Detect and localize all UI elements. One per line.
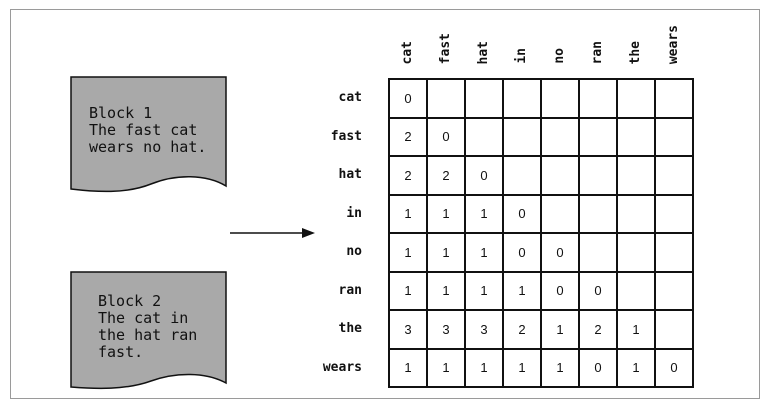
matrix-cell <box>656 311 694 350</box>
row-label: cat <box>338 90 362 106</box>
matrix-cell <box>504 157 542 196</box>
matrix-cell: 1 <box>504 349 542 388</box>
matrix-cell: 2 <box>428 157 466 196</box>
matrix-cell: 1 <box>428 272 466 311</box>
document-1-line: Block 1 <box>89 104 153 122</box>
matrix-cell <box>580 157 618 196</box>
matrix-cell <box>580 118 618 157</box>
row-label: wears <box>322 359 362 375</box>
document-2-line: the hat ran <box>98 326 198 344</box>
matrix-cell: 0 <box>466 157 504 196</box>
column-label: in <box>514 48 529 64</box>
matrix-cell: 1 <box>466 195 504 234</box>
matrix-cell <box>656 80 694 119</box>
matrix-cell <box>542 80 580 119</box>
column-label: hat <box>476 40 491 64</box>
matrix-cell: 1 <box>428 195 466 234</box>
row-label: hat <box>338 167 362 183</box>
matrix-cell: 1 <box>504 272 542 311</box>
arrow-head <box>302 228 315 238</box>
matrix-cell <box>618 195 656 234</box>
matrix-cell: 1 <box>618 349 656 388</box>
matrix-cell <box>656 157 694 196</box>
matrix-cell: 0 <box>504 234 542 273</box>
document-2-text: Block 2 The cat in the hat ran fast. <box>98 293 197 361</box>
matrix-cell: 2 <box>390 157 428 196</box>
matrix-cell <box>542 195 580 234</box>
matrix-cell: 2 <box>504 311 542 350</box>
matrix-cell: 0 <box>580 349 618 388</box>
matrix-cell <box>542 157 580 196</box>
matrix-cell: 0 <box>390 80 428 119</box>
matrix-cell <box>580 234 618 273</box>
matrix-cell: 1 <box>390 234 428 273</box>
matrix-cell <box>466 80 504 119</box>
row-label: fast <box>330 128 362 144</box>
matrix-cell: 2 <box>580 311 618 350</box>
matrix-cell <box>580 195 618 234</box>
row-label: no <box>346 244 362 260</box>
matrix-cell <box>618 80 656 119</box>
row-label: the <box>338 321 362 337</box>
matrix-cell <box>504 118 542 157</box>
column-label: ran <box>590 40 605 64</box>
document-2-line: fast. <box>98 343 144 361</box>
matrix-cell <box>656 272 694 311</box>
matrix-cell <box>656 234 694 273</box>
matrix-cell: 0 <box>428 118 466 157</box>
matrix-cell: 1 <box>390 349 428 388</box>
matrix-cell: 1 <box>466 234 504 273</box>
document-2-line: The cat in <box>98 309 189 327</box>
column-label: cat <box>400 40 415 64</box>
document-2-shape <box>70 271 227 390</box>
column-label: fast <box>438 32 453 64</box>
matrix-cell <box>580 80 618 119</box>
matrix-cell: 0 <box>542 234 580 273</box>
matrix-cell: 1 <box>466 272 504 311</box>
matrix-cell: 1 <box>390 272 428 311</box>
matrix-cell <box>542 118 580 157</box>
matrix-cell: 3 <box>390 311 428 350</box>
matrix-cell <box>618 272 656 311</box>
document-1-text: Block 1 The fast cat wears no hat. <box>89 105 206 156</box>
matrix-cell <box>656 195 694 234</box>
matrix-cell: 0 <box>580 272 618 311</box>
matrix-cell <box>504 80 542 119</box>
matrix-cell: 0 <box>656 349 694 388</box>
matrix-cell <box>656 118 694 157</box>
document-1-line: The fast cat <box>89 121 198 139</box>
matrix-cell <box>618 234 656 273</box>
row-label: ran <box>338 282 362 298</box>
matrix-cell: 1 <box>542 349 580 388</box>
document-2-line: Block 2 <box>98 292 162 310</box>
column-label: no <box>552 48 567 64</box>
matrix-cell: 3 <box>466 311 504 350</box>
matrix-cell: 1 <box>390 195 428 234</box>
matrix-cell: 1 <box>428 234 466 273</box>
matrix-cell: 0 <box>504 195 542 234</box>
column-label: wears <box>666 24 681 64</box>
document-1-shape <box>70 76 227 193</box>
matrix-cell: 1 <box>618 311 656 350</box>
document-1-line: wears no hat. <box>89 138 207 156</box>
column-label: the <box>628 40 643 64</box>
matrix-cell: 1 <box>466 349 504 388</box>
matrix-cell: 1 <box>428 349 466 388</box>
matrix-cell <box>618 157 656 196</box>
matrix-cell <box>466 118 504 157</box>
matrix-cell <box>428 80 466 119</box>
matrix-cell: 1 <box>542 311 580 350</box>
matrix-cell: 0 <box>542 272 580 311</box>
matrix-cell: 3 <box>428 311 466 350</box>
matrix-cell <box>618 118 656 157</box>
matrix-cell: 2 <box>390 118 428 157</box>
row-label: in <box>346 205 362 221</box>
